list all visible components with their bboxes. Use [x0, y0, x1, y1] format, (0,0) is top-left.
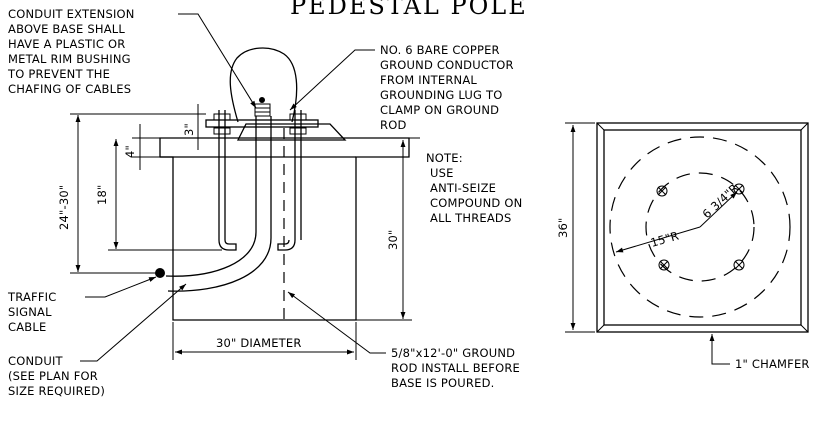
- svg-text:TO PREVENT THE: TO PREVENT THE: [7, 67, 110, 81]
- note-conduit-extension: CONDUIT EXTENSION ABOVE BASE SHALL HAVE …: [7, 7, 135, 96]
- cable-end: [155, 268, 165, 278]
- plan-inner: [603, 129, 802, 326]
- leader-chamfer: [709, 334, 730, 365]
- grounding-lug: [254, 103, 271, 117]
- note-conduit: CONDUIT (SEE PLAN FOR SIZE REQUIRED): [8, 354, 105, 398]
- note-ground-rod: 5/8"x12'-0" GROUND ROD INSTALL BEFORE BA…: [391, 346, 520, 390]
- leader-conduit: [80, 283, 187, 362]
- dim-plan-width-label: 36": [556, 217, 570, 238]
- svg-text:NOTE:: NOTE:: [426, 151, 463, 165]
- dim-diameter-label: 30" DIAMETER: [216, 336, 302, 350]
- plan-outer: [596, 122, 809, 333]
- svg-text:NO. 6 BARE COPPER: NO. 6 BARE COPPER: [380, 43, 500, 57]
- svg-text:SIZE REQUIRED): SIZE REQUIRED): [8, 384, 105, 398]
- plan-bolt: [658, 259, 670, 271]
- dim-depth-label: 30": [386, 229, 400, 250]
- leader-ground-conductor: [289, 49, 375, 111]
- dim-4-label: 4": [123, 145, 137, 158]
- svg-text:CONDUIT EXTENSION: CONDUIT EXTENSION: [8, 7, 135, 21]
- radius-15-label: 15"R: [649, 229, 680, 250]
- svg-text:COMPOUND ON: COMPOUND ON: [430, 196, 522, 210]
- chamfer-label: 1" CHAMFER: [735, 357, 810, 371]
- svg-text:ROD INSTALL BEFORE: ROD INSTALL BEFORE: [391, 361, 520, 375]
- svg-text:(SEE PLAN FOR: (SEE PLAN FOR: [8, 369, 98, 383]
- svg-text:BASE IS POURED.: BASE IS POURED.: [391, 376, 495, 390]
- svg-text:ROD: ROD: [380, 118, 407, 132]
- svg-text:SIGNAL: SIGNAL: [8, 305, 52, 319]
- plan-bolt: [656, 185, 668, 197]
- dim-overall-label: 24"-30": [57, 185, 71, 230]
- note-traffic-cable: TRAFFIC SIGNAL CABLE: [7, 290, 56, 334]
- svg-text:CABLE: CABLE: [8, 320, 46, 334]
- radius-15: [615, 226, 701, 253]
- svg-text:CHAFING OF CABLES: CHAFING OF CABLES: [8, 82, 131, 96]
- svg-text:FROM INTERNAL: FROM INTERNAL: [380, 73, 477, 87]
- svg-text:GROUNDING LUG TO: GROUNDING LUG TO: [380, 88, 502, 102]
- pole-shaft: [229, 47, 298, 123]
- plan-bolt: [733, 183, 745, 195]
- svg-text:HAVE A PLASTIC OR: HAVE A PLASTIC OR: [8, 37, 125, 51]
- dim-3-label: 3": [182, 123, 196, 136]
- plan-base-circle: [609, 136, 791, 318]
- conduit: [165, 116, 257, 277]
- svg-text:CLAMP ON GROUND: CLAMP ON GROUND: [380, 103, 499, 117]
- svg-text:CONDUIT: CONDUIT: [8, 354, 64, 368]
- dim-embed-label: 18": [95, 184, 109, 205]
- drawing-title: PEDESTAL POLE: [290, 0, 528, 20]
- leader-ground-rod: [287, 291, 386, 354]
- note-anti-seize: NOTE: USE ANTI-SEIZE COMPOUND ON ALL THR…: [426, 151, 522, 225]
- note-ground-conductor: NO. 6 BARE COPPER GROUND CONDUCTOR FROM …: [380, 43, 514, 132]
- plan-bolt: [733, 259, 745, 271]
- base-plate: [205, 119, 319, 128]
- svg-text:GROUND CONDUCTOR: GROUND CONDUCTOR: [380, 58, 514, 72]
- svg-text:5/8"x12'-0" GROUND: 5/8"x12'-0" GROUND: [391, 346, 515, 360]
- svg-text:ABOVE BASE SHALL: ABOVE BASE SHALL: [8, 22, 125, 36]
- leader-traffic-cable: [85, 276, 157, 298]
- radius-bolt-label: 6 3/4"R: [699, 181, 741, 221]
- anchor-bolt-left: [213, 110, 237, 251]
- anchor-bolt-right: [277, 110, 307, 251]
- plan-bolt-circle: [645, 172, 755, 282]
- svg-text:ALL THREADS: ALL THREADS: [430, 211, 512, 225]
- pole-flange: [236, 123, 347, 141]
- radius-bolt: [699, 191, 738, 228]
- svg-text:METAL RIM BUSHING: METAL RIM BUSHING: [8, 52, 131, 66]
- leader-conduit-extension: [178, 13, 257, 109]
- svg-text:ANTI-SEIZE: ANTI-SEIZE: [430, 181, 496, 195]
- elevation-view: 24"-30" 18" 4" 3" 30" 30" DIAMETER: [57, 13, 420, 362]
- svg-text:USE: USE: [430, 166, 454, 180]
- plan-view: 15"R 6 3/4"R 36" 1" CHAMFER: [556, 122, 810, 371]
- svg-text:TRAFFIC: TRAFFIC: [7, 290, 56, 304]
